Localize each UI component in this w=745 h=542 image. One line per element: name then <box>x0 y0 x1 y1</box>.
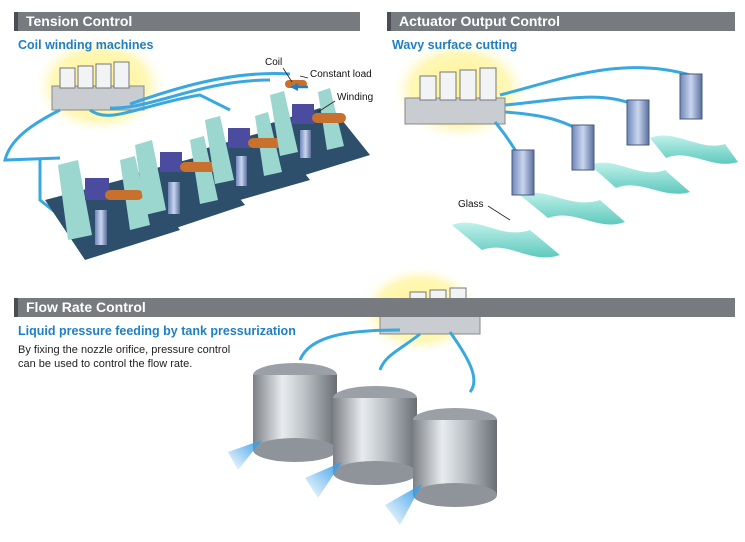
glass-leader-line <box>487 205 511 221</box>
regulator-manifold-actuator <box>404 67 506 125</box>
label-coil: Coil <box>265 57 283 68</box>
label-constant-load: Constant load <box>310 69 372 80</box>
section-title: Flow Rate Control <box>26 299 146 315</box>
winding-unit-2 <box>135 136 218 215</box>
flow-description: By fixing the nozzle orifice, pressure c… <box>18 343 258 371</box>
tension-illustration <box>3 35 370 260</box>
winding-unit-3 <box>205 112 282 186</box>
pressure-tanks <box>253 363 497 507</box>
subtitle-actuator: Wavy surface cutting <box>392 38 518 52</box>
nozzle-sprays <box>228 440 422 525</box>
winding-unit-1 <box>58 156 150 245</box>
label-winding: Winding <box>337 92 374 103</box>
glass-panels <box>452 135 738 258</box>
flow-illustration <box>228 265 497 525</box>
flow-description-line: By fixing the nozzle orifice, pressure c… <box>18 344 231 356</box>
constant-load-arrowhead <box>290 83 298 91</box>
section-header-tension: Tension Control <box>14 12 360 31</box>
section-header-flow: Flow Rate Control <box>14 298 735 317</box>
subtitle-tension: Coil winding machines <box>18 38 154 52</box>
subtitle-flow: Liquid pressure feeding by tank pressuri… <box>18 324 296 338</box>
actuator-illustration <box>390 38 738 258</box>
regulator-manifold-flow <box>379 287 481 335</box>
cutting-actuators <box>511 73 703 196</box>
tension-leader-lines <box>282 67 336 113</box>
pressure-tank-2 <box>333 386 417 485</box>
label-glass: Glass <box>458 199 484 210</box>
pressure-tank-1 <box>253 363 337 462</box>
flow-description-line: can be used to control the flow rate. <box>18 358 193 370</box>
machine-bases <box>45 105 370 260</box>
winding-unit-4 <box>270 80 346 158</box>
section-title: Actuator Output Control <box>399 13 560 29</box>
section-header-actuator: Actuator Output Control <box>387 12 735 31</box>
winding-units <box>58 80 346 245</box>
section-title: Tension Control <box>26 13 133 29</box>
header-accent-bar <box>14 12 18 31</box>
header-accent-bar <box>14 298 18 317</box>
header-accent-bar <box>387 12 391 31</box>
pressure-tank-3 <box>413 408 497 507</box>
air-tubes-flow <box>298 328 476 393</box>
